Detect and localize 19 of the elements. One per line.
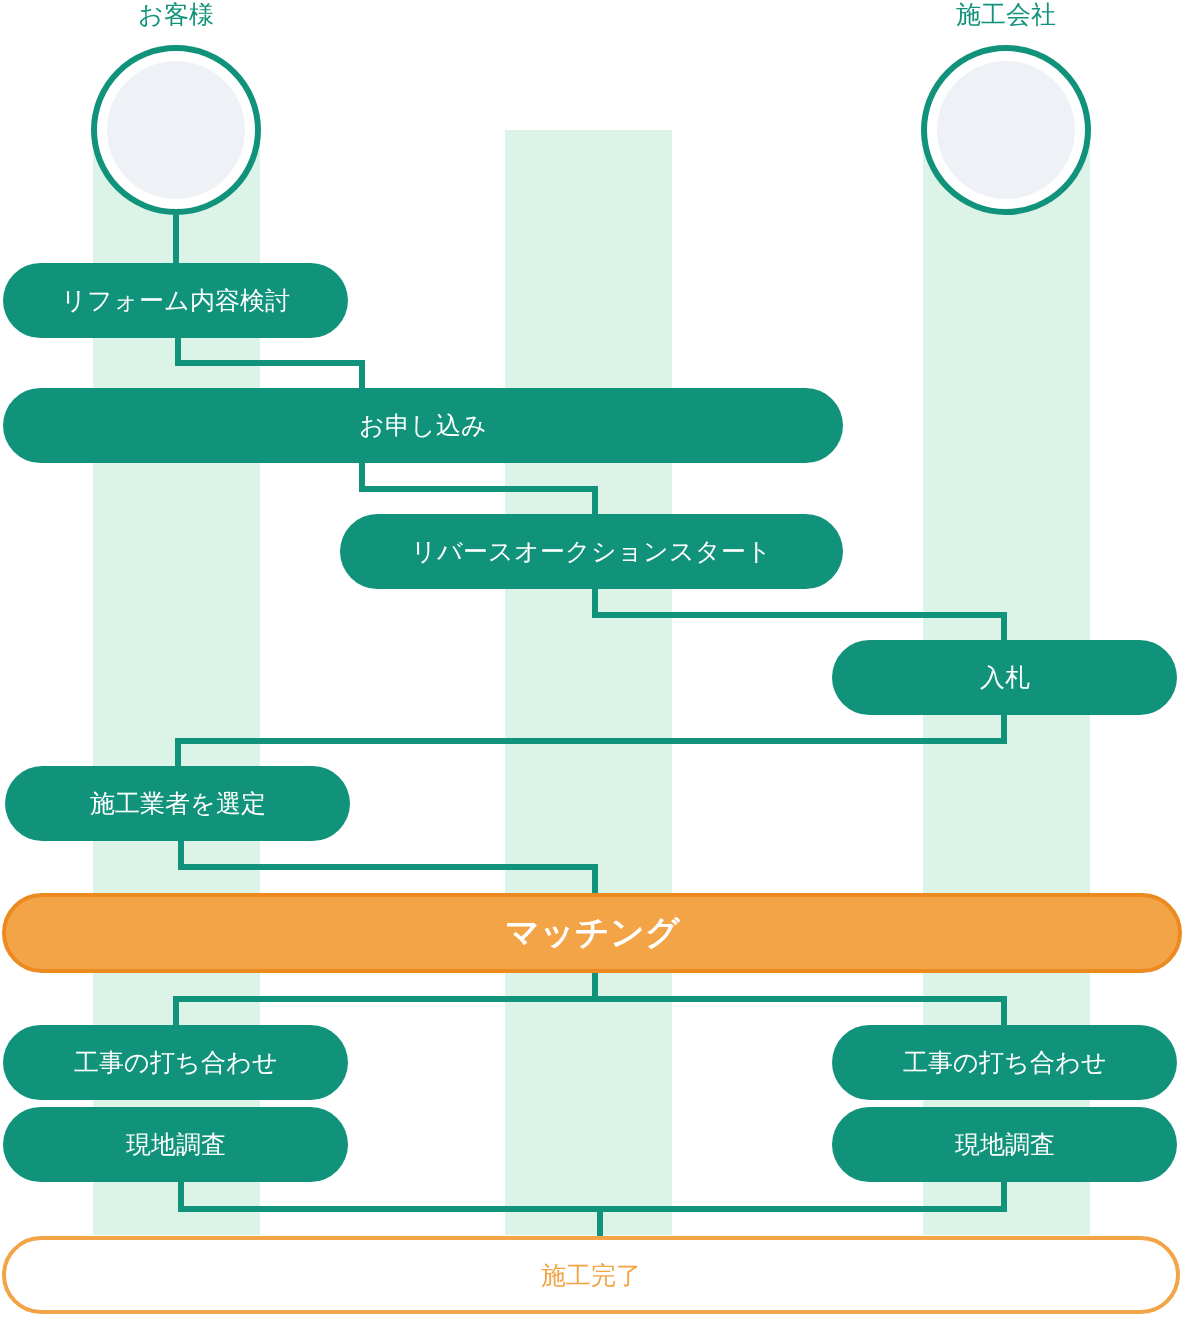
connector-line — [175, 715, 1007, 766]
step-pill: 入札 — [832, 640, 1177, 715]
completion-banner: 施工完了 — [2, 1236, 1180, 1314]
step-pill: リフォーム内容検討 — [3, 263, 348, 338]
connector-line — [178, 841, 598, 893]
connector-line — [173, 215, 179, 263]
step-pill: 現地調査 — [3, 1107, 348, 1182]
matching-banner: マッチング — [2, 893, 1182, 973]
lane-heading: お客様 — [137, 0, 215, 30]
step-pill: 現地調査 — [832, 1107, 1177, 1182]
step-pill: 工事の打ち合わせ — [3, 1025, 348, 1100]
step-pill: 施工業者を選定 — [5, 766, 350, 841]
step-pill: お申し込み — [3, 388, 843, 463]
connector-line — [175, 338, 365, 388]
lane-heading: 施工会社 — [955, 0, 1057, 30]
step-pill: 工事の打ち合わせ — [832, 1025, 1177, 1100]
connector-line — [359, 463, 598, 514]
step-pill: リバースオークションスタート — [340, 514, 843, 589]
connector-line — [592, 589, 1007, 640]
